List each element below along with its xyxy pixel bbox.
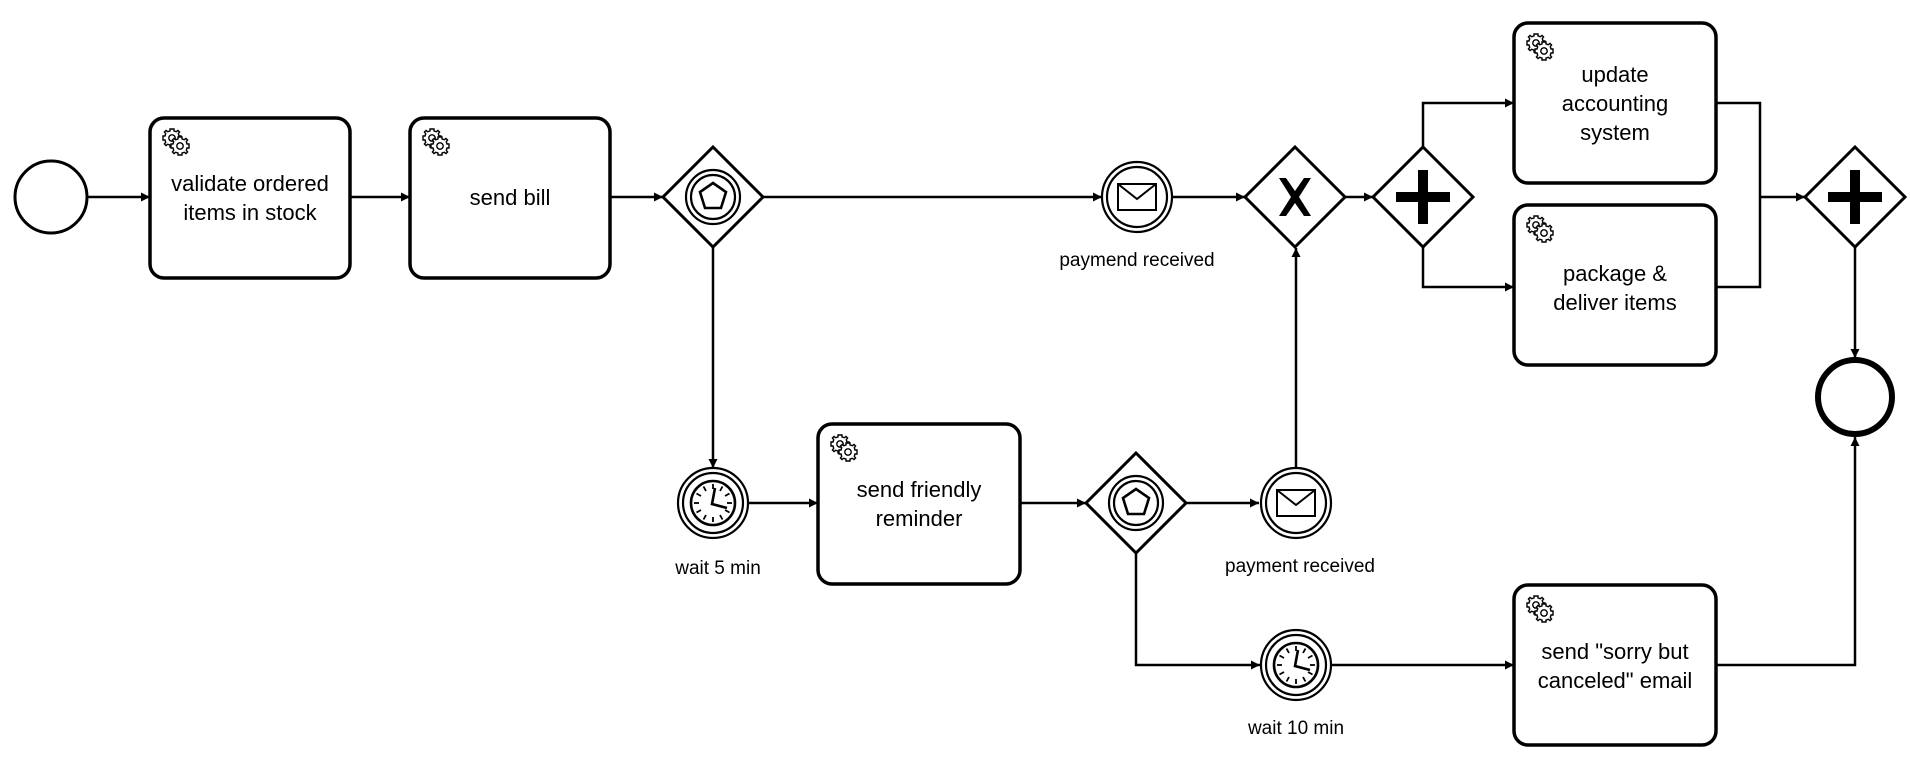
end-event[interactable] (1815, 357, 1895, 437)
timer-event-wait-10[interactable] (1259, 628, 1333, 702)
parallel-gateway-join[interactable] (1802, 144, 1908, 250)
task-send-bill-line1: send bill (470, 185, 551, 210)
task-send-friendly-reminder[interactable]: send friendly reminder (816, 422, 1022, 586)
flow-update-to-join[interactable] (1716, 101, 1762, 197)
flow-package-to-join[interactable] (1716, 197, 1762, 289)
x-icon (1279, 178, 1311, 216)
event-label-payment-1: paymend received (1059, 250, 1214, 271)
task-validate[interactable]: validate ordered items in stock (148, 116, 352, 280)
clock-icon (1272, 641, 1320, 689)
task-update-accounting[interactable]: update accounting system (1512, 21, 1718, 185)
task-sorry-line1: send "sorry but (1541, 639, 1688, 664)
flow-gateway2-to-wait10[interactable] (1134, 553, 1260, 670)
flow-split-to-package[interactable] (1421, 247, 1514, 292)
event-based-gateway-1[interactable] (660, 144, 766, 250)
event-label-wait-10: wait 10 min (1247, 718, 1344, 739)
event-label-payment-2: payment received (1225, 556, 1375, 577)
gateway-outer-circle-icon (684, 168, 742, 226)
task-reminder-line1: send friendly (857, 477, 982, 502)
task-validate-line2: items in stock (183, 200, 317, 225)
task-package-deliver[interactable]: package & deliver items (1512, 203, 1718, 367)
message-event-payment-1[interactable] (1100, 160, 1174, 234)
envelope-icon (1276, 489, 1316, 517)
task-send-bill[interactable]: send bill (408, 116, 612, 280)
message-event-payment-2[interactable] (1259, 466, 1333, 540)
plus-icon (1396, 170, 1450, 224)
task-package-line2: deliver items (1553, 290, 1676, 315)
task-update-line1: update (1581, 62, 1648, 87)
task-update-line3: system (1580, 120, 1650, 145)
task-update-line2: accounting (1562, 91, 1668, 116)
task-package-line1: package & (1563, 261, 1667, 286)
flow-sorry-to-end[interactable] (1716, 437, 1860, 667)
parallel-gateway-split[interactable] (1370, 144, 1476, 250)
clock-icon (689, 479, 737, 527)
event-based-gateway-2[interactable] (1083, 450, 1189, 556)
plus-icon (1828, 170, 1882, 224)
task-send-sorry-email[interactable]: send "sorry but canceled" email (1512, 583, 1718, 747)
start-event[interactable] (13, 159, 89, 235)
envelope-icon (1117, 183, 1157, 211)
task-sorry-line2: canceled" email (1538, 668, 1693, 693)
pentagon-icon (698, 181, 728, 210)
task-validate-line1: validate ordered (171, 171, 329, 196)
task-reminder-line2: reminder (876, 506, 963, 531)
pentagon-icon (1121, 487, 1151, 516)
event-label-wait-5: wait 5 min (674, 558, 761, 579)
sequence-flows (88, 98, 1860, 670)
flow-split-to-update[interactable] (1421, 98, 1514, 147)
timer-event-wait-5[interactable] (676, 466, 750, 540)
exclusive-gateway[interactable] (1242, 144, 1348, 250)
